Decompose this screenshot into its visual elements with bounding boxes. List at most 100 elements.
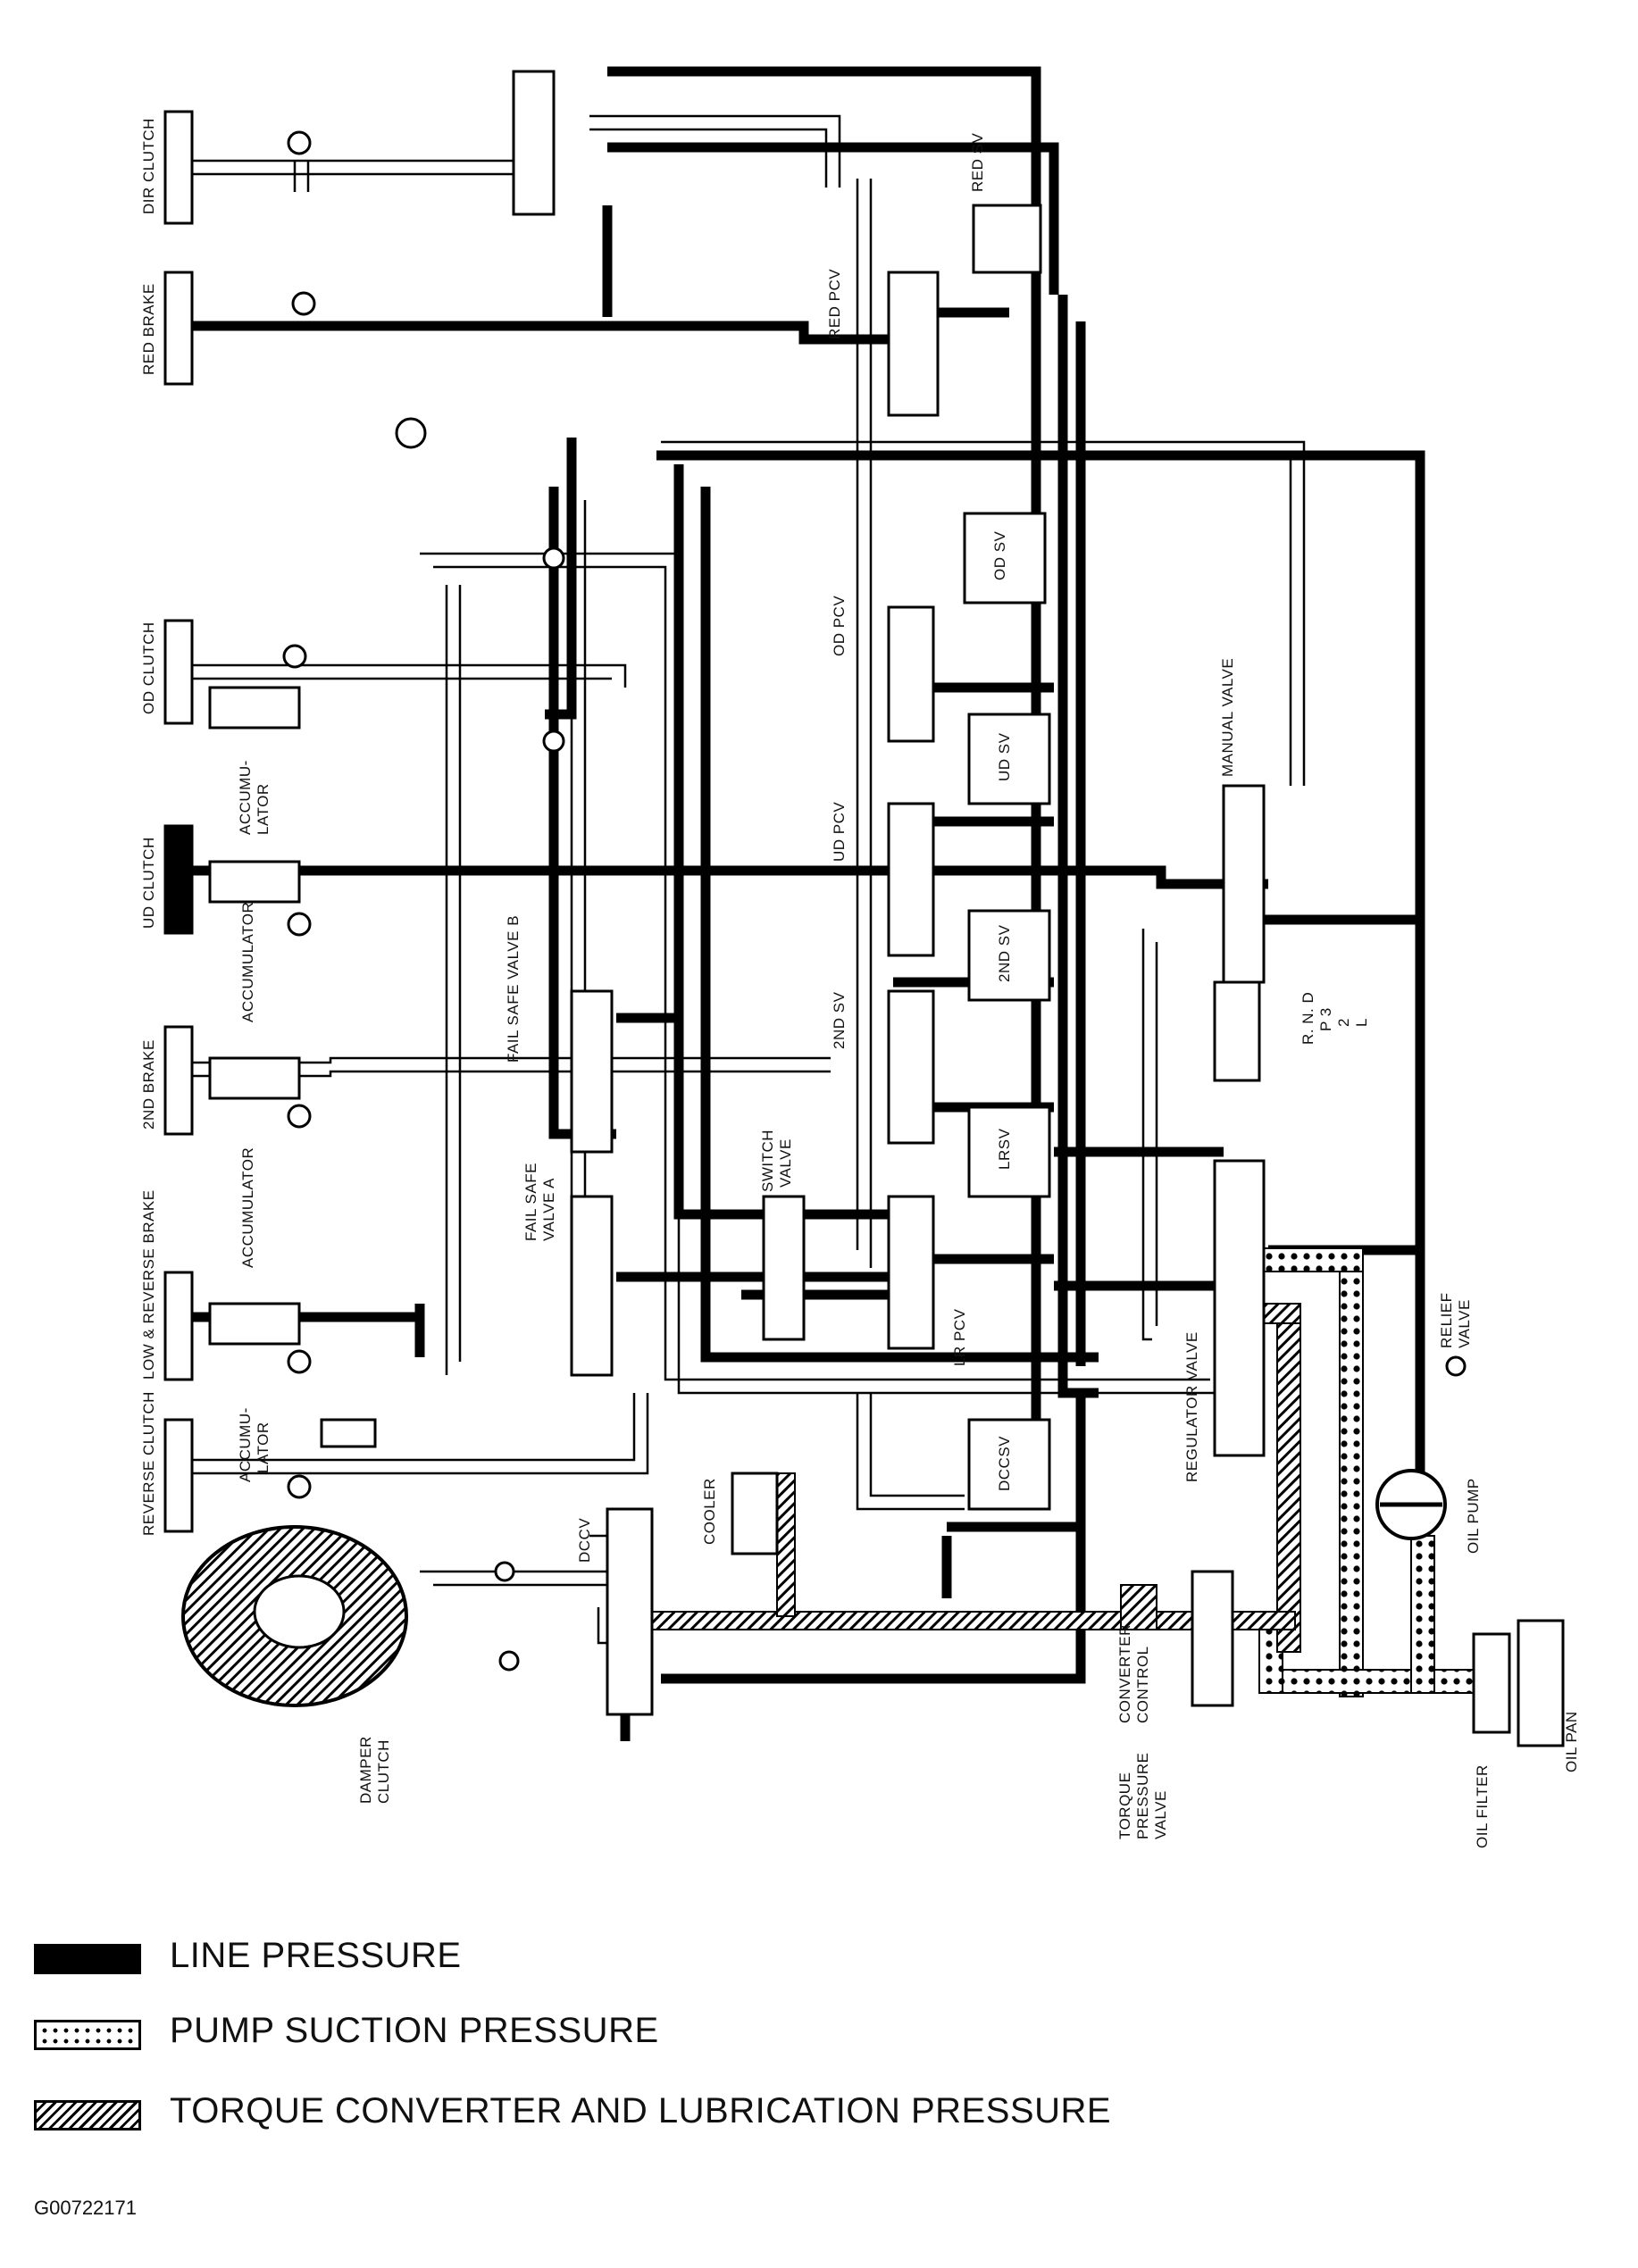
- label-cooler: COOLER: [701, 1478, 718, 1545]
- label-sv-2nd-solenoid: 2ND SV: [996, 924, 1013, 982]
- thin-passages: [192, 114, 1306, 1645]
- ud-clutch-block: [163, 824, 194, 935]
- label-red-brake: RED BRAKE: [140, 283, 157, 375]
- label-accumulator-ud: ACCUMULATOR: [239, 902, 256, 1022]
- label-dccsv: DCCSV: [996, 1436, 1013, 1491]
- ud-pcv-valve: [887, 802, 935, 957]
- label-oil-pan: OIL PAN: [1563, 1711, 1580, 1772]
- label-dir-clutch: DIR CLUTCH: [140, 118, 157, 214]
- oil-filter-box: [1472, 1632, 1511, 1734]
- label-relief-valve: RELIEF: [1438, 1292, 1455, 1348]
- label-lr-pcv: LR PCV: [951, 1308, 968, 1366]
- label-accumulator-lr-2: LATOR: [255, 1422, 272, 1473]
- label-fail-safe-a-2: VALVE A: [540, 1178, 557, 1241]
- regulator-valve-spool: [1213, 1159, 1266, 1457]
- dir-clutch-block: [163, 110, 194, 225]
- red-sv-solenoid: [972, 204, 1042, 274]
- clutch-brake-blocks: [163, 110, 194, 1533]
- label-oil-filter: OIL FILTER: [1474, 1764, 1491, 1848]
- label-range-4: L: [1353, 1018, 1370, 1027]
- line-pressure-passages: [192, 66, 1425, 1741]
- brake-2nd-block: [163, 1025, 194, 1136]
- pump-suction-passages: [1241, 1247, 1501, 1697]
- switch-valve-spool: [762, 1195, 806, 1341]
- label-accumulator-od: ACCUMU-: [237, 760, 254, 835]
- manual-valve-spool: [1222, 784, 1266, 984]
- accumulators: [208, 686, 377, 1448]
- label-range-2: P 3: [1317, 1007, 1334, 1031]
- label-reverse-clutch: REVERSE CLUTCH: [140, 1391, 157, 1536]
- dir-switch-valve: [512, 70, 556, 216]
- label-switch-valve-2: VALVE: [777, 1138, 794, 1188]
- accumulator-rev: [320, 1418, 377, 1448]
- label-red-pcv: RED PCV: [826, 269, 843, 339]
- od-sv-solenoid: [963, 512, 1047, 605]
- label-sv-2nd: 2ND SV: [831, 991, 848, 1049]
- label-ud-pcv: UD PCV: [831, 802, 848, 862]
- oil-pan-box: [1517, 1619, 1565, 1747]
- accumulator-ud: [208, 860, 301, 904]
- label-converter-control: CONVERTER: [1116, 1624, 1133, 1723]
- accumulator-2nd: [208, 1056, 301, 1100]
- label-accumulator-od-2: LATOR: [255, 783, 272, 835]
- torque-converter-passages: [615, 1303, 1301, 1653]
- fail-safe-b-valve: [570, 989, 614, 1154]
- component-labels: DIR CLUTCH RED BRAKE RED SV RED PCV OD C…: [140, 118, 1580, 1848]
- label-oil-pump: OIL PUMP: [1465, 1478, 1482, 1554]
- od-pcv-valve: [887, 605, 935, 743]
- label-torque-pressure-2: PRESSURE: [1134, 1752, 1151, 1839]
- label-accumulator-lr: ACCUMU-: [237, 1407, 254, 1482]
- sv-2nd-solenoid: [967, 909, 1051, 1002]
- legend-label-line-pressure: LINE PRESSURE: [170, 1936, 462, 1975]
- manual-valve-lever: [1213, 980, 1261, 1082]
- label-fail-safe-b: FAIL SAFE VALVE B: [505, 915, 522, 1063]
- dccsv-solenoid: [967, 1418, 1051, 1511]
- label-damper-clutch: DAMPER: [357, 1736, 374, 1804]
- accumulator-od: [208, 686, 301, 730]
- red-brake-block: [163, 271, 194, 386]
- fail-safe-a-valve: [570, 1195, 614, 1377]
- label-od-pcv: OD PCV: [831, 596, 848, 656]
- legend-swatch-torque-converter: [34, 2100, 141, 2130]
- label-fail-safe-a: FAIL SAFE: [522, 1163, 539, 1241]
- label-od-clutch: OD CLUTCH: [140, 621, 157, 714]
- torque-pressure-valve: [1191, 1570, 1234, 1707]
- red-pcv-valve: [887, 271, 940, 417]
- ud-sv-solenoid: [967, 713, 1051, 805]
- label-converter-control-2: CONTROL: [1134, 1646, 1151, 1723]
- accumulator-lr: [208, 1302, 301, 1346]
- low-reverse-brake-block: [163, 1271, 194, 1381]
- orifice-icons: [282, 130, 1467, 1672]
- label-switch-valve: SWITCH: [759, 1130, 776, 1192]
- dccv-valve: [606, 1507, 654, 1716]
- label-dccv: DCCV: [576, 1518, 593, 1563]
- label-red-sv: RED SV: [969, 133, 986, 192]
- label-lrsv: LRSV: [996, 1128, 1013, 1170]
- legend-label-pump-suction: PUMP SUCTION PRESSURE: [170, 2011, 659, 2050]
- sv-2nd-valve: [887, 989, 935, 1145]
- label-range-1: R. N. D: [1300, 992, 1316, 1045]
- valve-bodies: [512, 70, 1565, 1747]
- lrsv-solenoid: [967, 1105, 1051, 1198]
- lr-pcv-valve: [887, 1195, 935, 1350]
- label-manual-valve: MANUAL VALVE: [1219, 658, 1236, 777]
- label-brake-2nd: 2ND BRAKE: [140, 1039, 157, 1130]
- label-damper-clutch-2: CLUTCH: [375, 1739, 392, 1804]
- reverse-clutch-block: [163, 1418, 194, 1533]
- legend-swatch-line-pressure: [34, 1944, 141, 1974]
- legend-swatch-pump-suction: [34, 2020, 141, 2050]
- label-low-reverse-brake: LOW & REVERSE BRAKE: [140, 1189, 157, 1380]
- label-ud-sv: UD SV: [996, 732, 1013, 781]
- label-torque-pressure-3: VALVE: [1152, 1790, 1169, 1839]
- label-torque-pressure: TORQUE: [1116, 1772, 1133, 1839]
- legend-label-torque-converter: TORQUE CONVERTER AND LUBRICATION PRESSUR…: [170, 2091, 1112, 2130]
- figure-id: G00722171: [34, 2197, 137, 2219]
- label-od-sv: OD SV: [991, 530, 1008, 580]
- label-regulator-valve: REGULATOR VALVE: [1183, 1331, 1200, 1482]
- label-relief-valve-2: VALVE: [1456, 1299, 1473, 1348]
- label-ud-clutch: UD CLUTCH: [140, 837, 157, 929]
- cooler-box: [731, 1472, 779, 1555]
- label-range-3: 2: [1335, 1018, 1352, 1027]
- torque-converter-core-icon: [253, 1574, 346, 1649]
